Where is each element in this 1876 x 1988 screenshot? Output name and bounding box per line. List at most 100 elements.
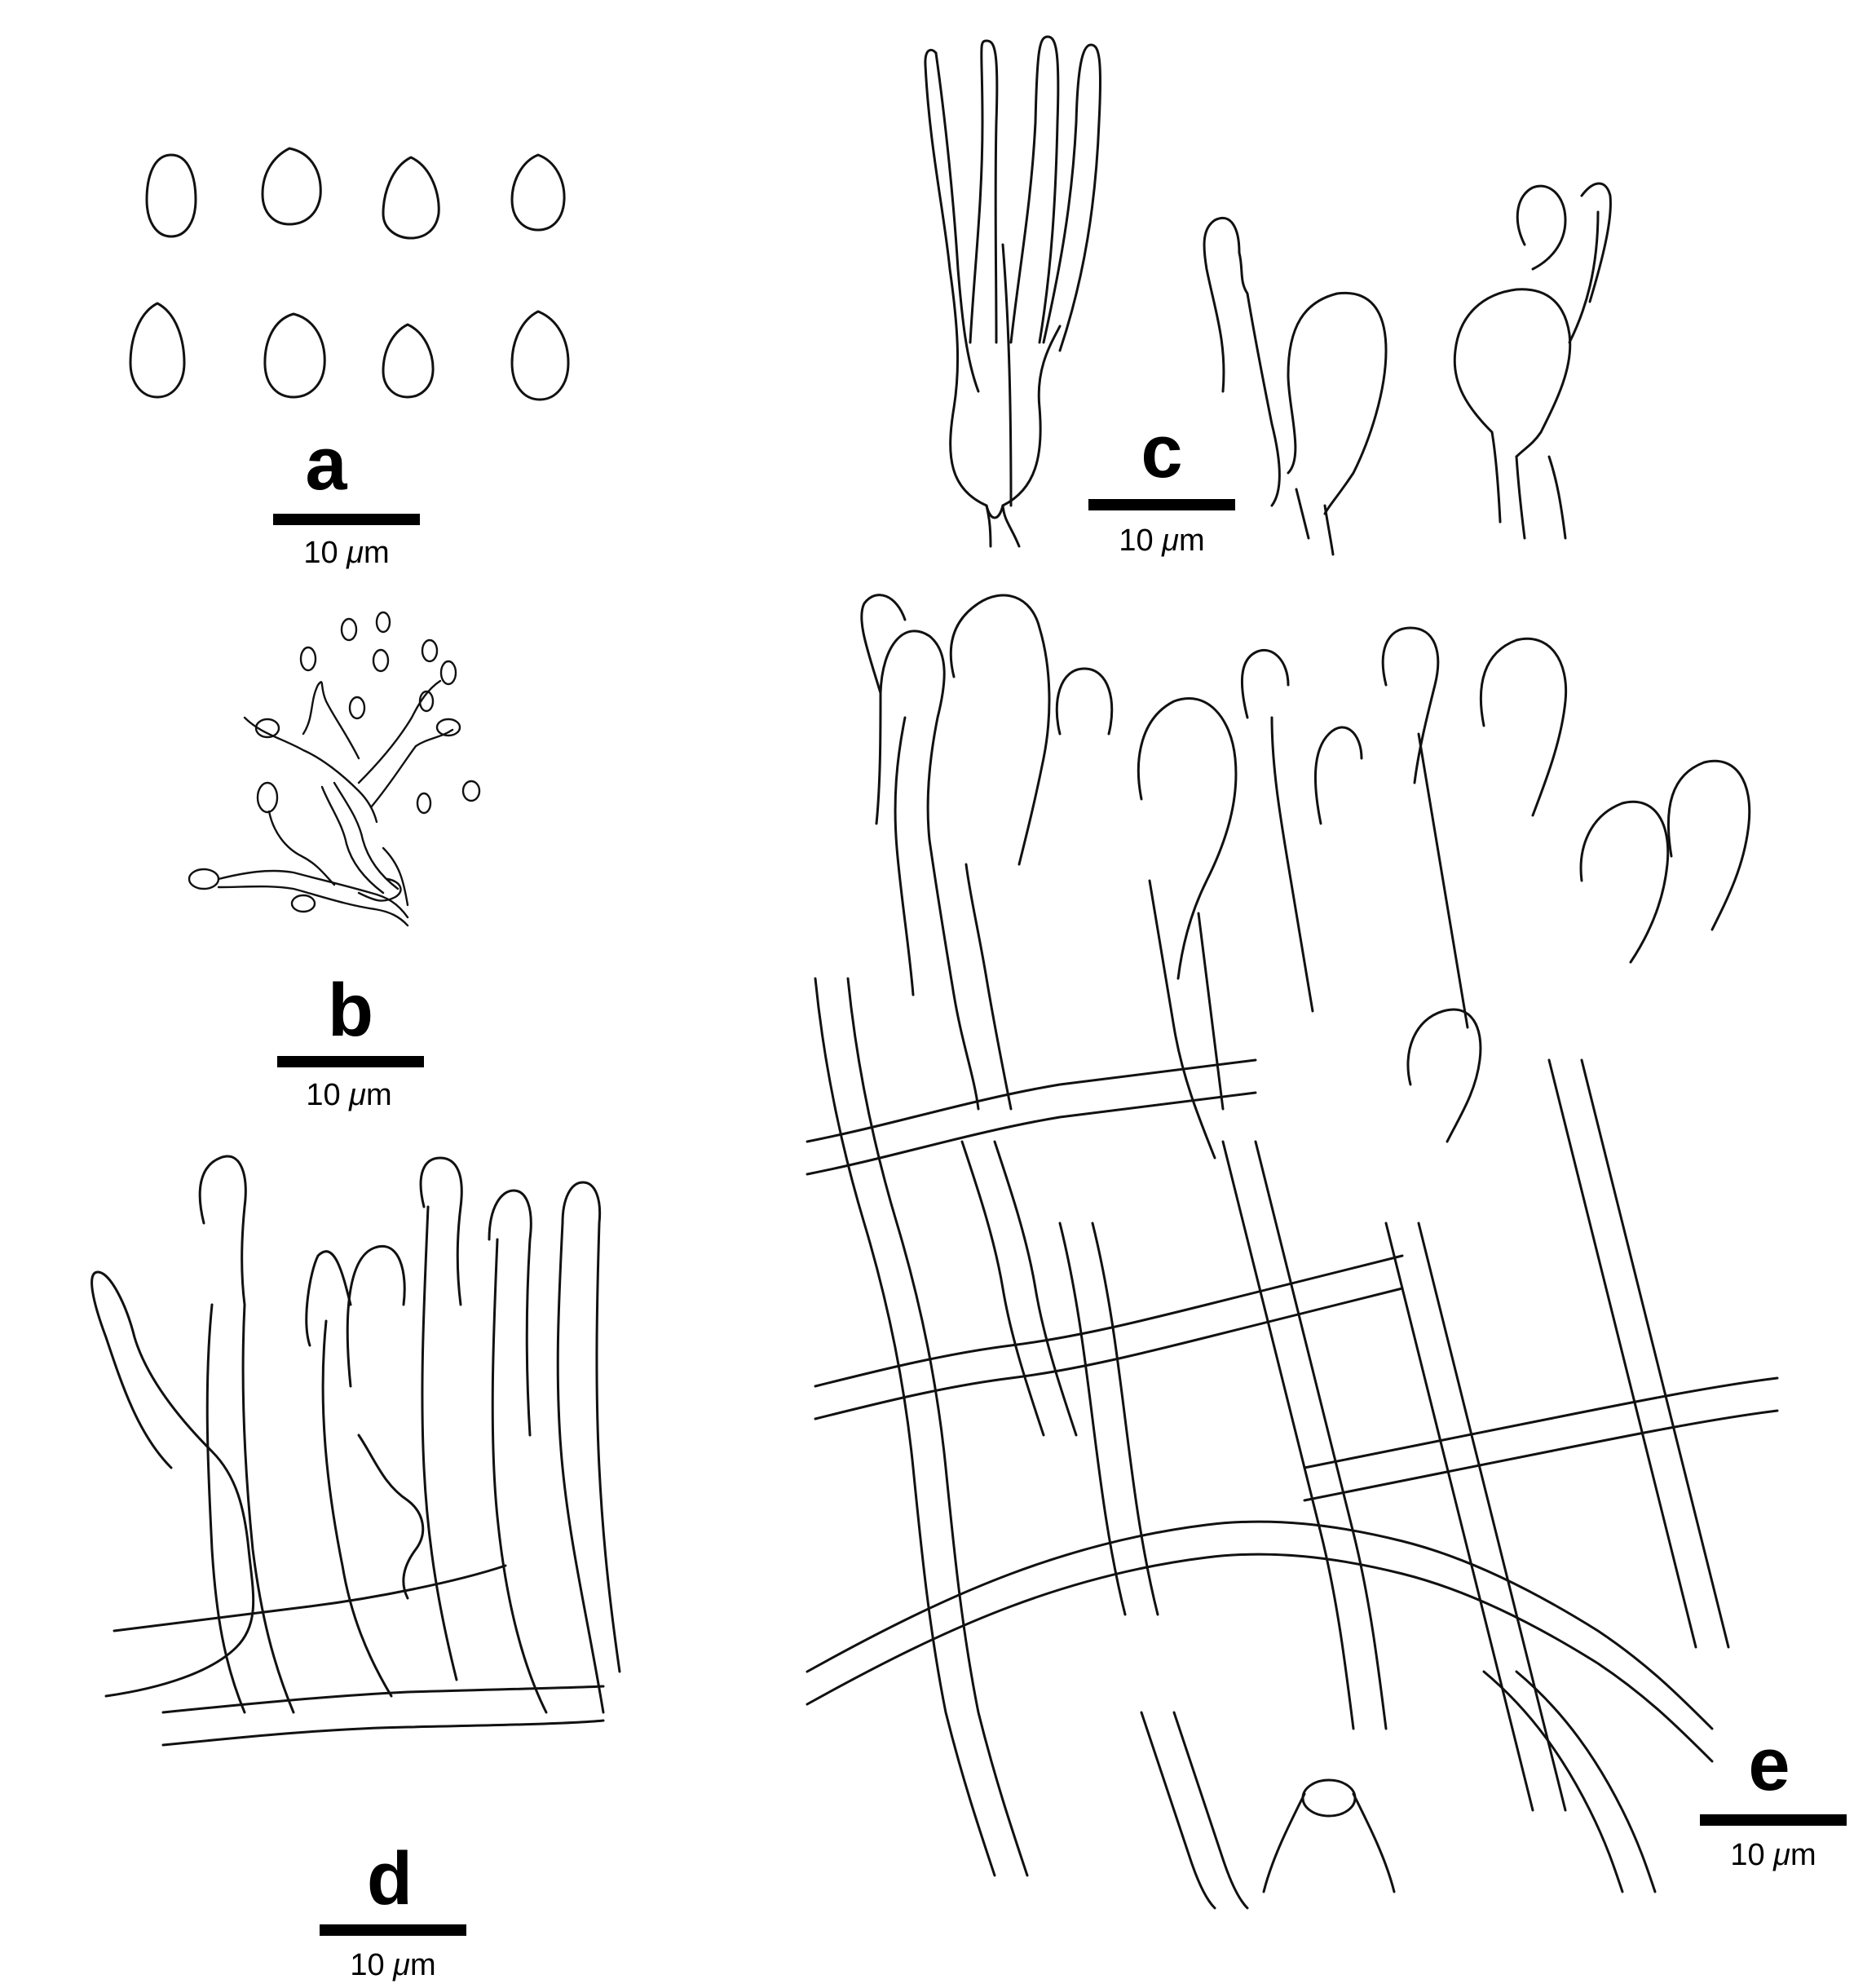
spore bbox=[382, 323, 435, 399]
spore bbox=[510, 310, 570, 401]
spore bbox=[439, 660, 457, 686]
hypha bbox=[1140, 1711, 1216, 1910]
panel-a-scale-label: 10 μm bbox=[303, 536, 389, 570]
stipe bbox=[1001, 504, 1021, 548]
hypha bbox=[806, 1520, 1714, 1730]
hypha bbox=[302, 681, 360, 760]
hypha bbox=[1547, 1058, 1697, 1649]
basidium bbox=[1295, 488, 1310, 540]
spore bbox=[261, 147, 322, 226]
spore bbox=[372, 648, 390, 673]
hypha bbox=[305, 1250, 352, 1347]
basidium bbox=[1137, 697, 1238, 980]
cystidium bbox=[969, 39, 999, 344]
hypha bbox=[561, 1181, 621, 1673]
panel-e-scale-label: 10 μm bbox=[1730, 1838, 1816, 1872]
panel-a-scale-bar bbox=[273, 514, 420, 525]
spore bbox=[382, 156, 440, 240]
hypha bbox=[419, 1156, 463, 1306]
basidium bbox=[1479, 637, 1568, 817]
panel-a-letter: a bbox=[305, 422, 347, 506]
basidium bbox=[875, 630, 946, 842]
panel-b-hyphae bbox=[188, 611, 481, 927]
cystidium bbox=[1009, 35, 1060, 344]
cystidium bbox=[924, 48, 988, 507]
basidium bbox=[1579, 800, 1670, 964]
panel-c-scale-label: 10 μm bbox=[1119, 524, 1204, 558]
hypha bbox=[846, 977, 1029, 1877]
basidium-tip bbox=[435, 718, 461, 737]
hypha bbox=[1482, 1670, 1624, 1893]
hypha bbox=[241, 1303, 295, 1714]
panel-e-scale-bar bbox=[1700, 1814, 1847, 1826]
spore bbox=[416, 792, 432, 815]
panel-e-letter: e bbox=[1748, 1723, 1790, 1806]
hypha bbox=[161, 1685, 605, 1714]
basidium bbox=[1203, 217, 1281, 507]
hypha bbox=[382, 846, 409, 907]
spore bbox=[375, 611, 391, 634]
cystidium bbox=[1001, 325, 1062, 507]
hypha bbox=[1580, 1058, 1730, 1649]
spore bbox=[418, 690, 435, 713]
basidium bbox=[1323, 504, 1335, 556]
basidium bbox=[1240, 649, 1290, 719]
basidium bbox=[1270, 716, 1314, 1013]
hypha bbox=[321, 1319, 393, 1698]
hypha bbox=[421, 1205, 458, 1681]
hypha bbox=[161, 1719, 605, 1747]
cystidium bbox=[1001, 243, 1013, 507]
hypha bbox=[1091, 1222, 1159, 1616]
cystidium bbox=[934, 51, 980, 393]
hypha bbox=[357, 877, 402, 902]
hypha bbox=[1254, 1140, 1388, 1730]
panel-a-letter-text: a bbox=[0, 0, 1, 1]
basidium bbox=[1666, 759, 1751, 931]
panel-e-hymenium bbox=[806, 594, 1779, 1910]
basidium bbox=[928, 838, 980, 1111]
clamp-connection bbox=[1301, 1778, 1357, 1818]
hypha bbox=[488, 1189, 532, 1437]
stipe bbox=[985, 504, 992, 548]
hypha bbox=[217, 885, 409, 927]
basidium bbox=[1055, 667, 1114, 736]
hypha bbox=[1303, 1376, 1779, 1469]
hypha bbox=[556, 1222, 605, 1714]
panel-d-hyphae bbox=[90, 1155, 621, 1747]
spore bbox=[299, 646, 317, 672]
basidium bbox=[1580, 182, 1612, 303]
panel-b-letter: b bbox=[328, 969, 373, 1052]
hypha bbox=[814, 977, 996, 1877]
basidium bbox=[1287, 291, 1388, 515]
hypha bbox=[1058, 1222, 1127, 1616]
basidium bbox=[1381, 626, 1440, 784]
hypha bbox=[198, 1155, 247, 1306]
hypha bbox=[1262, 1792, 1306, 1893]
basidium-tip bbox=[256, 781, 279, 814]
basidium bbox=[1314, 726, 1363, 825]
cystidium bbox=[1042, 43, 1102, 352]
hypha bbox=[806, 1553, 1714, 1763]
basidium bbox=[1417, 732, 1469, 1029]
hypha bbox=[357, 679, 442, 784]
spore bbox=[348, 696, 366, 720]
hypha bbox=[90, 1270, 255, 1698]
hypha bbox=[346, 1244, 406, 1388]
spore bbox=[263, 312, 326, 399]
spore bbox=[129, 302, 186, 399]
hypha bbox=[113, 1564, 507, 1632]
hypha bbox=[491, 1238, 548, 1714]
basidium bbox=[1406, 1008, 1482, 1143]
hypha bbox=[806, 1091, 1257, 1176]
hypha bbox=[1172, 1711, 1249, 1910]
hypha bbox=[320, 785, 385, 895]
basidium bbox=[1515, 455, 1526, 540]
spore bbox=[145, 153, 197, 238]
hypha bbox=[1417, 1222, 1567, 1812]
basidium bbox=[1547, 455, 1567, 540]
basidium bbox=[894, 716, 915, 996]
spore bbox=[340, 617, 358, 642]
basidium bbox=[1453, 288, 1572, 458]
hypha bbox=[357, 1434, 425, 1600]
